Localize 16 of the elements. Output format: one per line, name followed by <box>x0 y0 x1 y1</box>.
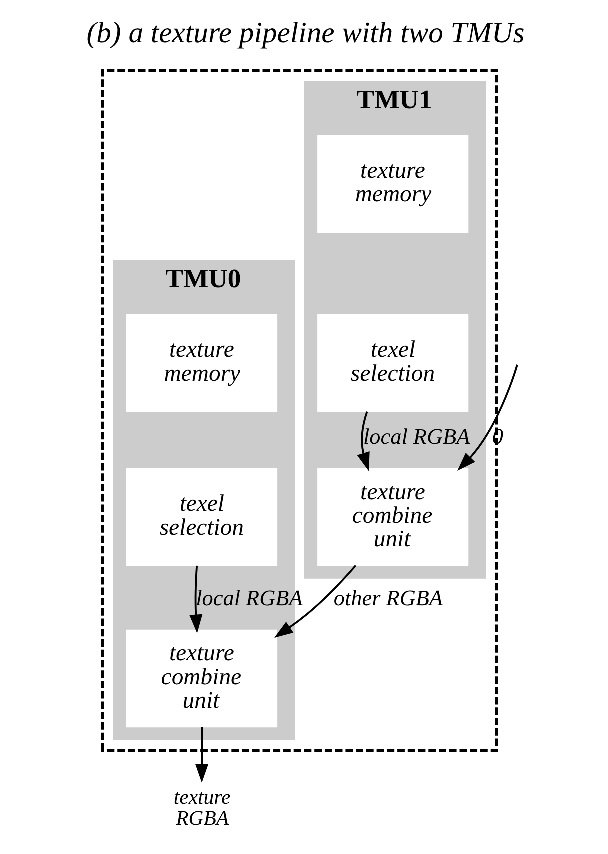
node-box: texture combine unit <box>317 468 468 566</box>
node-box: texel selection <box>317 314 468 412</box>
edge-label: local RGBA <box>196 585 302 610</box>
node-box: texture memory <box>317 135 468 233</box>
arrow <box>356 412 370 472</box>
arrow <box>195 727 208 783</box>
arrow <box>189 566 202 634</box>
node-text: texture RGBA <box>173 787 230 830</box>
node-box: texture combine unit <box>126 630 278 728</box>
diagram-title: (b) a texture pipeline with two TMUs <box>86 18 524 50</box>
node-box: texture memory <box>126 314 278 412</box>
edge-label: local RGBA <box>362 424 470 450</box>
edge-label: other RGBA <box>333 585 442 610</box>
arrow <box>457 364 518 471</box>
arrow <box>274 565 356 638</box>
node-box: texel selection <box>126 468 278 566</box>
